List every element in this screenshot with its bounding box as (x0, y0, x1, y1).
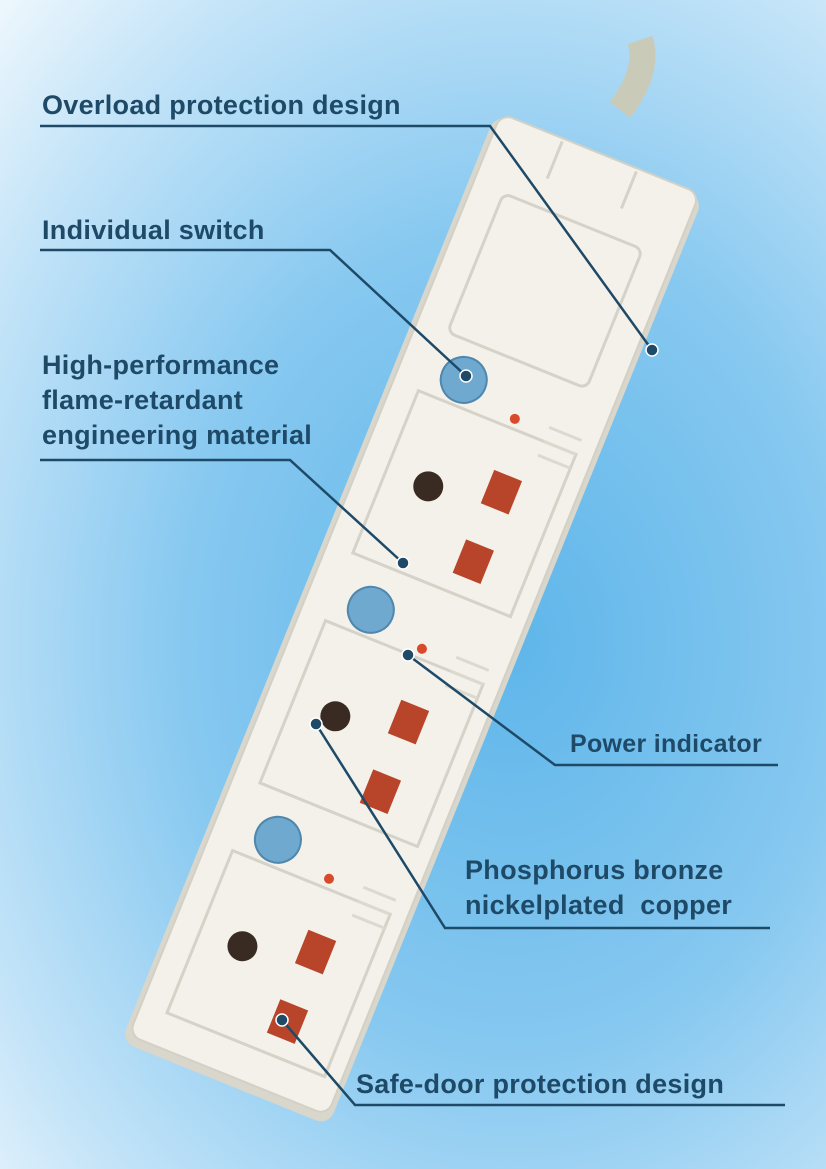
callout-line: Phosphorus bronze (465, 855, 724, 885)
callout-dots (275, 343, 659, 1027)
callout-switch: Individual switch (42, 215, 265, 245)
callout-line: flame-retardant (42, 385, 244, 415)
power-strip (125, 116, 699, 1122)
callout-overload: Overload protection design (42, 90, 401, 120)
label-panel (448, 194, 642, 388)
callout-copper: Phosphorus bronze nickelplated copper (465, 853, 732, 923)
callout-safe-door: Safe-door protection design (356, 1069, 725, 1099)
callout-material: High-performance flame-retardant enginee… (42, 348, 312, 453)
power-cord (609, 35, 656, 118)
socket-hole (480, 469, 523, 515)
socket-group (350, 355, 583, 619)
socket-group (257, 580, 490, 849)
callout-line: nickelplated copper (465, 890, 733, 920)
socket-hole (413, 471, 444, 502)
callout-line: engineering material (42, 420, 313, 450)
indicator-light (416, 643, 427, 654)
indicator-light (509, 413, 520, 424)
callout-line: High-performance (42, 350, 280, 380)
socket-hole (452, 539, 494, 585)
leader-lines (40, 124, 785, 1107)
switch-button[interactable] (341, 580, 401, 640)
callout-indicator: Power indicator (570, 730, 763, 758)
switch-button[interactable] (248, 810, 308, 870)
